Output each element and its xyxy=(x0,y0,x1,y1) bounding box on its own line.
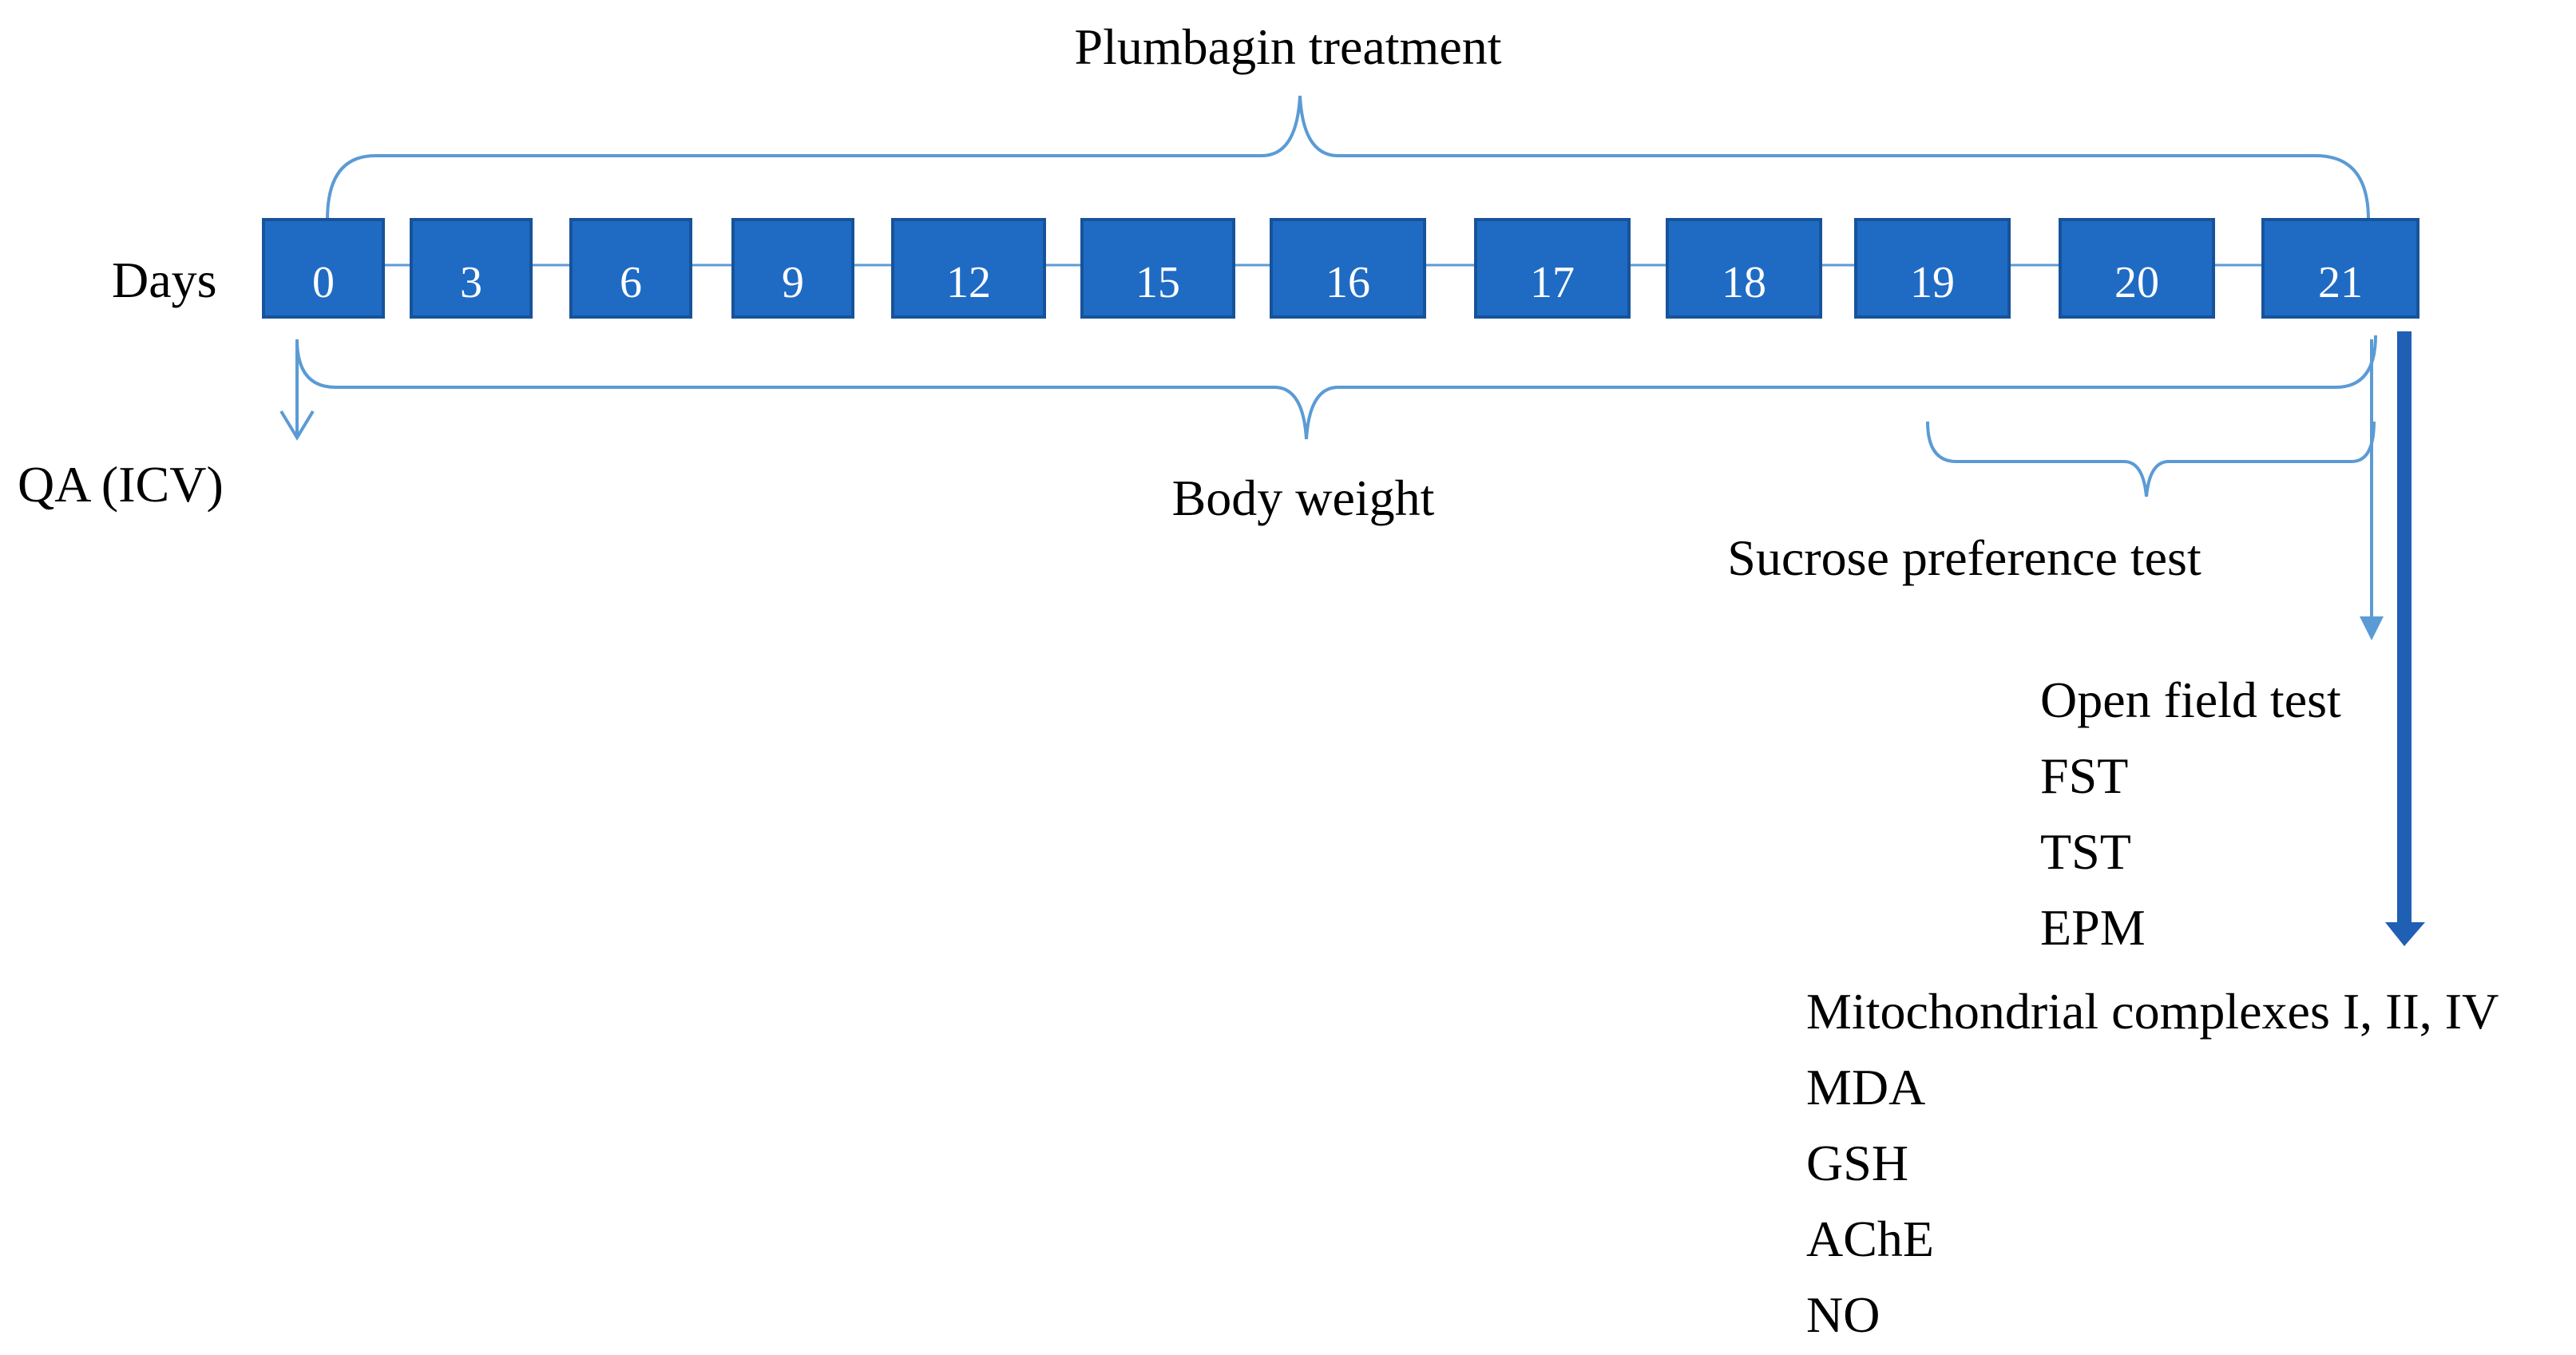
biochem-test: Mitochondrial complexes I, II, IV xyxy=(1806,983,2499,1040)
day-box: 3 xyxy=(410,218,533,319)
thick-arrow-shaft xyxy=(2397,331,2412,926)
day-box: 15 xyxy=(1080,218,1235,319)
day-box: 12 xyxy=(891,218,1046,319)
day-box-rect xyxy=(262,218,385,319)
behavior-test: Open field test xyxy=(2040,672,2341,728)
day-box-rect xyxy=(2261,218,2419,319)
day-number: 20 xyxy=(2114,258,2159,307)
day-box: 18 xyxy=(1666,218,1822,319)
body-weight-label: Body weight xyxy=(1172,469,1435,526)
day-box-rect xyxy=(1270,218,1426,319)
day-box-rect xyxy=(1080,218,1235,319)
day-box: 21 xyxy=(2261,218,2419,319)
biochem-test: MDA xyxy=(1806,1059,1925,1115)
day-box: 17 xyxy=(1474,218,1631,319)
day-box-rect xyxy=(1474,218,1631,319)
day-box-rect xyxy=(2059,218,2215,319)
day-box-rect xyxy=(569,218,692,319)
treatment-brace xyxy=(326,95,2370,220)
behavior-test: FST xyxy=(2040,747,2128,804)
day-number: 19 xyxy=(1910,258,1955,307)
day-number: 9 xyxy=(782,258,804,307)
day-number: 18 xyxy=(1722,258,1766,307)
behavior-arrowhead xyxy=(2360,616,2384,640)
day-number: 6 xyxy=(620,258,642,307)
biochem-test: AChE xyxy=(1806,1210,1934,1267)
day-box-rect xyxy=(1666,218,1822,319)
qa-label: QA (ICV) xyxy=(18,456,224,513)
behavior-test: EPM xyxy=(2040,899,2146,956)
days-label: Days xyxy=(112,252,217,308)
day-box: 20 xyxy=(2059,218,2215,319)
day-box-rect xyxy=(1854,218,2011,319)
day-box-rect xyxy=(731,218,854,319)
sucrose-label: Sucrose preference test xyxy=(1727,529,2201,586)
plumbagin-label: Plumbagin treatment xyxy=(1075,18,1502,75)
sucrose-brace xyxy=(1926,421,2376,497)
day-box: 19 xyxy=(1854,218,2011,319)
thick-arrow-head xyxy=(2385,922,2425,946)
day-box-rect xyxy=(891,218,1046,319)
biochem-test: NO xyxy=(1806,1286,1880,1343)
day-box-rect xyxy=(410,218,533,319)
behavior-test: TST xyxy=(2040,823,2131,880)
day-number: 17 xyxy=(1530,258,1575,307)
day-box: 9 xyxy=(731,218,854,319)
day-number: 0 xyxy=(312,258,335,307)
day-number: 3 xyxy=(460,258,482,307)
day-number: 21 xyxy=(2318,258,2363,307)
day-number: 15 xyxy=(1135,258,1180,307)
day-box: 16 xyxy=(1270,218,1426,319)
body-weight-brace xyxy=(295,335,2377,440)
day-box: 6 xyxy=(569,218,692,319)
day-number: 16 xyxy=(1326,258,1370,307)
day-boxes: 0 3 6 9 12 15 16 17 18 19 20 21 xyxy=(262,218,2419,319)
day-number: 12 xyxy=(946,258,991,307)
biochem-test: GSH xyxy=(1806,1135,1908,1191)
day-box: 0 xyxy=(262,218,385,319)
